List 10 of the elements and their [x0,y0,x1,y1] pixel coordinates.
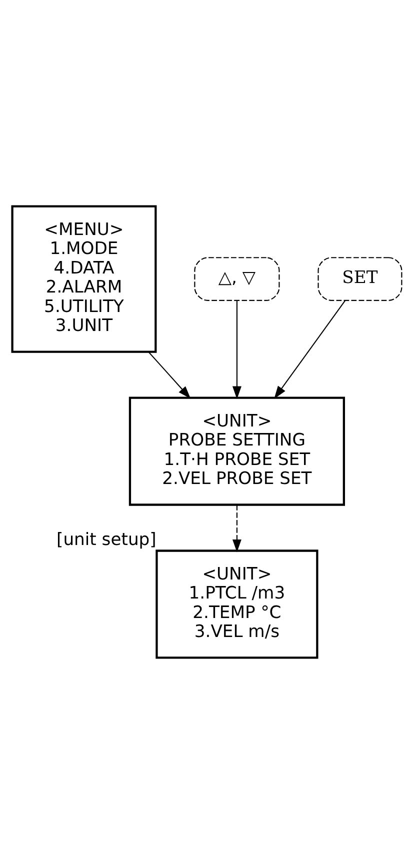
node-label: [unit setup] [56,530,156,550]
node-box: SET [318,256,402,300]
node-box: <UNIT> 1.PTCL /m3 2.TEMP °C 3.VEL m/s [156,549,318,658]
node-box: <UNIT> PROBE SETTING 1.T·H PROBE SET 2.VEL PROBE SET [128,396,345,506]
node-box: △, ▽ [194,256,280,300]
arrow [232,504,242,552]
arrow [274,300,346,398]
arrow [148,351,191,398]
arrow [232,300,242,399]
node-box: <MENU> 1.MODE 4.DATA 2.ALARM 5.UTILITY 3.UNIT [11,204,157,352]
